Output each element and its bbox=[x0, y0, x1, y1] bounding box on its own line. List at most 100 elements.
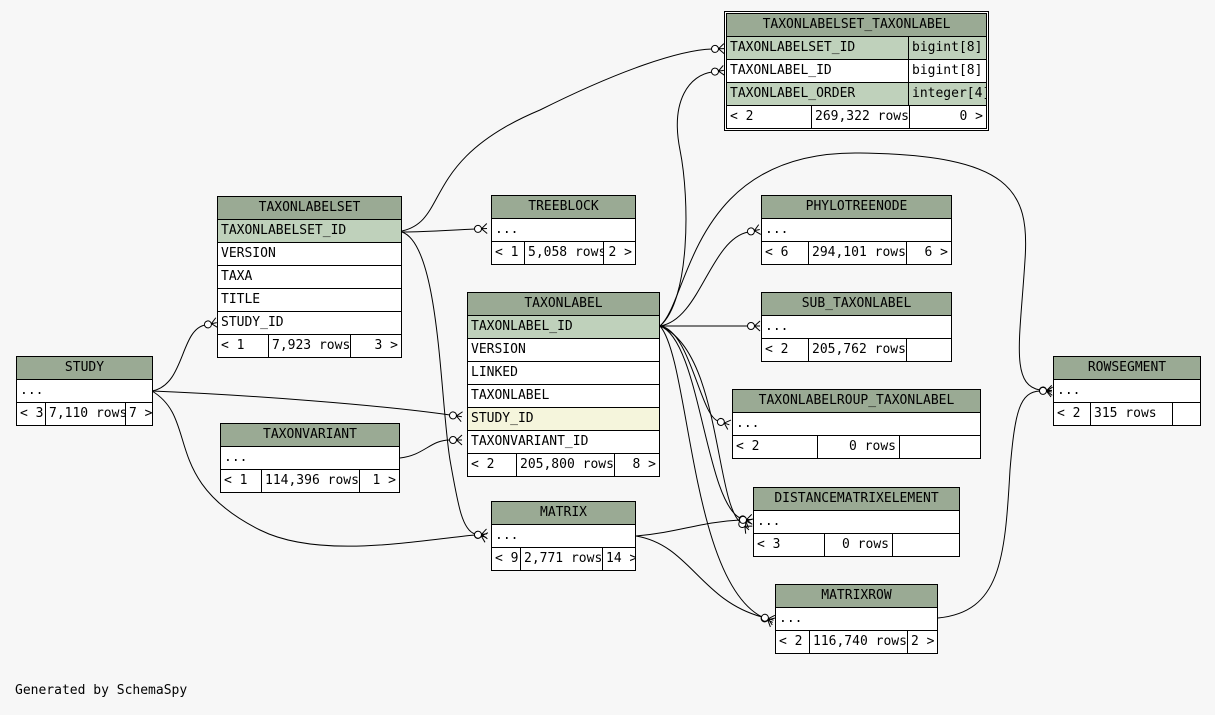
table-row[interactable]: ... bbox=[221, 447, 399, 470]
edge-taxonvariant-taxonlabel bbox=[399, 434, 463, 459]
edge-taxonlabel-dme-2 bbox=[659, 325, 753, 534]
table-row[interactable]: STUDY_ID bbox=[218, 312, 401, 335]
table-title[interactable]: PHYLOTREENODE bbox=[762, 196, 951, 219]
table-title[interactable]: DISTANCEMATRIXELEMENT bbox=[754, 488, 959, 511]
table-title[interactable]: TREEBLOCK bbox=[492, 196, 635, 219]
table-row[interactable]: TAXA bbox=[218, 266, 401, 289]
parents-link[interactable]: < 1 bbox=[221, 338, 245, 353]
parents-link[interactable]: < 2 bbox=[730, 109, 754, 124]
parents-link[interactable]: < 2 bbox=[779, 634, 803, 649]
column-type: integer[4] bbox=[908, 83, 986, 105]
table-title[interactable]: TAXONLABEL bbox=[468, 293, 659, 316]
parents-link[interactable]: < 2 bbox=[471, 457, 495, 472]
table-title[interactable]: STUDY bbox=[17, 357, 152, 380]
parents-link[interactable]: < 2 bbox=[765, 342, 789, 357]
column-name: VERSION bbox=[221, 246, 276, 261]
children-link[interactable]: 2 > bbox=[603, 242, 635, 264]
children-link[interactable]: 7 > bbox=[125, 403, 152, 425]
table-title[interactable]: TAXONLABELROUP_TAXONLABEL bbox=[733, 390, 980, 413]
column-name: TAXONLABEL bbox=[471, 388, 550, 403]
children-link[interactable]: 1 > bbox=[359, 470, 399, 492]
children-link[interactable] bbox=[906, 339, 951, 361]
table-row[interactable]: VERSION bbox=[218, 243, 401, 266]
table-title[interactable]: TAXONVARIANT bbox=[221, 424, 399, 447]
table-row[interactable]: VERSION bbox=[468, 339, 659, 362]
parents-link[interactable]: < 9 bbox=[495, 551, 519, 566]
table-row[interactable]: TAXONLABEL_ID bbox=[468, 316, 659, 339]
table-taxonlabelroup-taxonlabel[interactable]: TAXONLABELROUP_TAXONLABEL ... < 2 0 rows bbox=[732, 389, 981, 459]
table-title[interactable]: MATRIX bbox=[492, 502, 635, 525]
table-row[interactable]: ... bbox=[492, 219, 635, 242]
parents-link[interactable]: < 3 bbox=[20, 406, 44, 421]
table-footer: < 1 7,923 rows 3 > bbox=[218, 335, 401, 357]
table-title[interactable]: TAXONLABELSET_TAXONLABEL bbox=[727, 14, 986, 37]
column-type: bigint[8] bbox=[908, 37, 986, 59]
table-row[interactable]: TAXONVARIANT_ID bbox=[468, 431, 659, 454]
table-sub-taxonlabel[interactable]: SUB_TAXONLABEL ... < 2 205,762 rows bbox=[761, 292, 952, 362]
table-row[interactable]: ... bbox=[776, 608, 937, 631]
table-footer: < 3 0 rows bbox=[754, 534, 959, 556]
edge-taxonlabel-tlstl bbox=[659, 65, 725, 327]
table-taxonvariant[interactable]: TAXONVARIANT ... < 1 114,396 rows 1 > bbox=[220, 423, 400, 493]
row-count: 205,762 rows bbox=[808, 339, 906, 361]
children-link[interactable]: 14 > bbox=[602, 548, 635, 570]
edge-taxonlabelset-matrix bbox=[401, 231, 489, 543]
edge-taxonlabel-dme-1 bbox=[659, 325, 754, 529]
children-link[interactable]: 0 > bbox=[909, 106, 986, 128]
table-row[interactable]: ... bbox=[762, 219, 951, 242]
table-row[interactable]: TAXONLABEL_ORDER integer[4] bbox=[727, 83, 986, 106]
table-treeblock[interactable]: TREEBLOCK ... < 1 5,058 rows 2 > bbox=[491, 195, 636, 265]
row-count: 205,800 rows bbox=[516, 454, 614, 476]
table-row[interactable]: TAXONLABELSET_ID bbox=[218, 220, 401, 243]
table-taxonlabelset[interactable]: TAXONLABELSET TAXONLABELSET_ID VERSION T… bbox=[217, 196, 402, 358]
children-link[interactable]: 3 > bbox=[350, 335, 401, 357]
children-link[interactable] bbox=[892, 534, 959, 556]
table-matrix[interactable]: MATRIX ... < 9 2,771 rows 14 > bbox=[491, 501, 636, 571]
parents-link[interactable]: < 6 bbox=[765, 245, 789, 260]
table-row[interactable]: ... bbox=[17, 380, 152, 403]
parents-link[interactable]: < 2 bbox=[736, 439, 760, 454]
table-row[interactable]: TAXONLABEL_ID bigint[8] bbox=[727, 60, 986, 83]
edge-taxonlabel-matrixrow bbox=[659, 325, 776, 628]
table-taxonlabelset-taxonlabel[interactable]: TAXONLABELSET_TAXONLABEL TAXONLABELSET_I… bbox=[724, 11, 989, 131]
parents-link[interactable]: < 3 bbox=[757, 537, 781, 552]
table-row[interactable]: ... bbox=[754, 511, 959, 534]
parents-link[interactable]: < 2 bbox=[1057, 406, 1081, 421]
table-title[interactable]: ROWSEGMENT bbox=[1054, 357, 1200, 380]
table-row[interactable]: ... bbox=[1054, 380, 1200, 403]
table-row[interactable]: TAXONLABELSET_ID bigint[8] bbox=[727, 37, 986, 60]
table-distancematrixelement[interactable]: DISTANCEMATRIXELEMENT ... < 3 0 rows bbox=[753, 487, 960, 557]
table-title[interactable]: SUB_TAXONLABEL bbox=[762, 293, 951, 316]
edge-study-taxonlabel bbox=[151, 390, 463, 422]
table-row[interactable]: TAXONLABEL bbox=[468, 385, 659, 408]
table-row[interactable]: ... bbox=[733, 413, 980, 436]
parents-link[interactable]: < 1 bbox=[224, 473, 248, 488]
row-count: 0 rows bbox=[817, 436, 899, 458]
table-row[interactable]: STUDY_ID bbox=[468, 408, 659, 431]
children-link[interactable]: 2 > bbox=[907, 631, 937, 653]
table-title[interactable]: TAXONLABELSET bbox=[218, 197, 401, 220]
table-footer: < 6 294,101 rows 6 > bbox=[762, 242, 951, 264]
table-row[interactable]: LINKED bbox=[468, 362, 659, 385]
children-link[interactable]: 8 > bbox=[614, 454, 659, 476]
children-link[interactable] bbox=[899, 436, 980, 458]
table-footer: < 2 269,322 rows 0 > bbox=[727, 106, 986, 128]
parents-link[interactable]: < 1 bbox=[495, 245, 519, 260]
edge-matrix-dme bbox=[635, 514, 753, 537]
table-footer: < 2 116,740 rows 2 > bbox=[776, 631, 937, 653]
table-row[interactable]: ... bbox=[762, 316, 951, 339]
table-matrixrow[interactable]: MATRIXROW ... < 2 116,740 rows 2 > bbox=[775, 584, 938, 654]
column-name: STUDY_ID bbox=[221, 315, 284, 330]
column-name: ... bbox=[757, 514, 781, 529]
edge-taxonlabel-rowsegment bbox=[659, 152, 1053, 398]
table-taxonlabel[interactable]: TAXONLABEL TAXONLABEL_ID VERSION LINKED … bbox=[467, 292, 660, 477]
children-link[interactable] bbox=[1172, 403, 1200, 425]
children-link[interactable]: 6 > bbox=[906, 242, 951, 264]
table-phylotreenode[interactable]: PHYLOTREENODE ... < 6 294,101 rows 6 > bbox=[761, 195, 952, 265]
table-title[interactable]: MATRIXROW bbox=[776, 585, 937, 608]
column-name: ... bbox=[495, 528, 519, 543]
table-study[interactable]: STUDY ... < 3 7,110 rows 7 > bbox=[16, 356, 153, 426]
table-row[interactable]: TITLE bbox=[218, 289, 401, 312]
table-rowsegment[interactable]: ROWSEGMENT ... < 2 315 rows bbox=[1053, 356, 1201, 426]
table-row[interactable]: ... bbox=[492, 525, 635, 548]
